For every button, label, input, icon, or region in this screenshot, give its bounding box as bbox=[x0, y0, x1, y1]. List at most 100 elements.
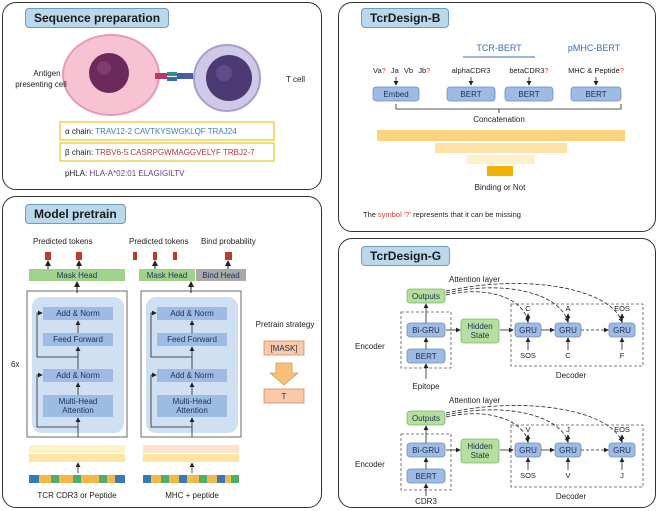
outputs-label: Outputs bbox=[412, 292, 440, 301]
tcell-label: T cell bbox=[286, 75, 305, 84]
input-tokens-left bbox=[29, 475, 125, 483]
decoder-output-token: EOS bbox=[614, 304, 630, 313]
encoder-label: Encoder bbox=[355, 342, 385, 351]
add-norm-label: Add & Norm bbox=[170, 371, 214, 380]
beta-chain-sequence: TRBV6-5 CASRPGWMAGGVELYF TRBJ2-7 bbox=[95, 148, 255, 157]
decoder-input-token: SOS bbox=[520, 471, 536, 480]
feed-forward-label: Feed Forward bbox=[167, 335, 217, 344]
tcrdesign-b-diagram: TCR-BERT pMHC-BERT Va? Ja Vb Jb? alphaCD… bbox=[363, 43, 625, 219]
add-norm-label: Add & Norm bbox=[56, 371, 100, 380]
bind-probability-token bbox=[225, 252, 232, 260]
model-pretrain-panel: Model pretrain Predicted tokens Predicte… bbox=[2, 196, 322, 508]
note-symbol: symbol '?' bbox=[378, 210, 411, 219]
bind-head bbox=[196, 269, 246, 281]
bert-label: BERT bbox=[585, 90, 606, 99]
svg-text:betaCDR3?: betaCDR3? bbox=[509, 66, 548, 75]
decoder-label: Decoder bbox=[556, 492, 587, 501]
panel-title: Sequence preparation bbox=[25, 8, 170, 28]
concatenation-brace bbox=[395, 104, 622, 110]
predicted-tokens-label: Predicted tokens bbox=[33, 237, 93, 246]
decoder-output-token: EOS bbox=[614, 425, 630, 434]
predicted-token bbox=[133, 252, 137, 260]
embedding-layer bbox=[143, 454, 239, 462]
embedding-layer bbox=[29, 454, 125, 462]
panel-title: TcrDesign-G bbox=[361, 246, 451, 266]
bert-label: BERT bbox=[460, 90, 481, 99]
note-prefix: The bbox=[363, 210, 378, 219]
bert-box-beta bbox=[504, 86, 554, 102]
input-alpha-cdr3: alphaCDR3 bbox=[452, 66, 491, 75]
mlp-layer bbox=[435, 143, 567, 153]
embed-label: Embed bbox=[383, 90, 408, 99]
encoder-label: Encoder bbox=[355, 460, 385, 469]
mlp-layer bbox=[377, 130, 625, 141]
transformer-outline-right bbox=[140, 290, 242, 438]
svg-text:β chain: TRBV6-5 CASRPGWMAGGVE: β chain: TRBV6-5 CASRPGWMAGGVELYF TRBJ2-… bbox=[65, 148, 255, 157]
predicted-token bbox=[76, 252, 82, 260]
pretrain-diagram: Predicted tokens Predicted tokens Bind p… bbox=[11, 237, 315, 500]
cell-illustration: Antigen presenting cell T cell α chain: … bbox=[15, 34, 305, 178]
phla-prefix: pHLA: bbox=[65, 169, 89, 178]
hidden-label-1: Hidden bbox=[467, 442, 492, 451]
embedding-layer bbox=[29, 445, 125, 453]
attention-layer-label: Attention layer bbox=[449, 275, 500, 284]
qmark: ? bbox=[544, 66, 548, 75]
decoder-output-token: C bbox=[525, 304, 531, 313]
decoder-output-token: A bbox=[565, 304, 570, 313]
attention-curve bbox=[445, 287, 570, 323]
qmark: ? bbox=[620, 66, 624, 75]
attention-label: Attention bbox=[176, 406, 208, 415]
mask-head-right-label: Mask Head bbox=[147, 271, 187, 280]
decoder-input-token: SOS bbox=[520, 351, 536, 360]
beta-chain-prefix: β chain: bbox=[65, 148, 95, 157]
add-norm-label: Add & Norm bbox=[56, 309, 100, 318]
bigru-label: Bi-GRU bbox=[412, 446, 440, 455]
decoder-label: Decoder bbox=[556, 371, 587, 380]
gru-label: GRU bbox=[519, 446, 537, 455]
attention-label: Attention bbox=[62, 406, 94, 415]
gru-label: GRU bbox=[559, 446, 577, 455]
mask-head-left bbox=[29, 269, 125, 281]
panel-title: TcrDesign-B bbox=[361, 8, 450, 28]
input-va: Va bbox=[373, 66, 382, 75]
predicted-token bbox=[45, 252, 51, 260]
mask-head-right bbox=[139, 269, 195, 281]
predicted-token bbox=[173, 252, 177, 260]
bind-probability-label: Bind probability bbox=[201, 237, 256, 246]
decoder-input-token: C bbox=[565, 351, 571, 360]
hidden-state-box bbox=[460, 438, 500, 464]
hidden-label-2: State bbox=[471, 331, 490, 340]
gru-label: GRU bbox=[613, 446, 631, 455]
attention-curve bbox=[445, 291, 530, 323]
outputs-label: Outputs bbox=[412, 414, 440, 423]
hidden-state-box bbox=[460, 318, 500, 344]
input-tokens-right bbox=[143, 475, 239, 483]
decoder-outline bbox=[510, 303, 644, 367]
tcrdesign-g-panel: TcrDesign-G Attention layer Outputs Bi-G… bbox=[338, 238, 656, 508]
pmhc-bert-label: pMHC-BERT bbox=[568, 43, 621, 53]
alpha-chain-sequence: TRAV12-2 CAVTKYSWGKLQF TRAJ24 bbox=[95, 127, 237, 136]
outputs-box bbox=[406, 410, 446, 426]
predicted-tokens-label-2: Predicted tokens bbox=[129, 237, 189, 246]
apc-label-2: presenting cell bbox=[15, 80, 67, 89]
input-jb: Jb bbox=[418, 66, 426, 75]
input-right-label: MHC + peptide bbox=[165, 491, 219, 500]
pretrain-strategy-label: Pretrain strategy bbox=[256, 320, 315, 329]
attention-curve bbox=[445, 409, 570, 443]
attention-curve bbox=[445, 283, 624, 323]
binding-output-label: Binding or Not bbox=[475, 183, 526, 192]
embed-box bbox=[372, 86, 420, 102]
phla-sequence: HLA-A*02:01 ELAGIGILTV bbox=[89, 169, 185, 178]
panel-title: Model pretrain bbox=[25, 204, 126, 224]
bert-box-pmhc bbox=[570, 86, 622, 102]
input-beta-cdr3: betaCDR3 bbox=[509, 66, 544, 75]
input-left-label: TCR CDR3 or Peptide bbox=[37, 491, 117, 500]
multi-head-label: Multi-Head bbox=[59, 397, 98, 406]
mask-token-box bbox=[263, 340, 305, 356]
bigru-label: Bi-GRU bbox=[412, 326, 440, 335]
t-token-label: T bbox=[282, 392, 287, 401]
strategy-arrow bbox=[268, 362, 300, 386]
bert-label: BERT bbox=[415, 352, 436, 361]
bert-label: BERT bbox=[518, 90, 539, 99]
bind-head-label: Bind Head bbox=[202, 271, 239, 280]
